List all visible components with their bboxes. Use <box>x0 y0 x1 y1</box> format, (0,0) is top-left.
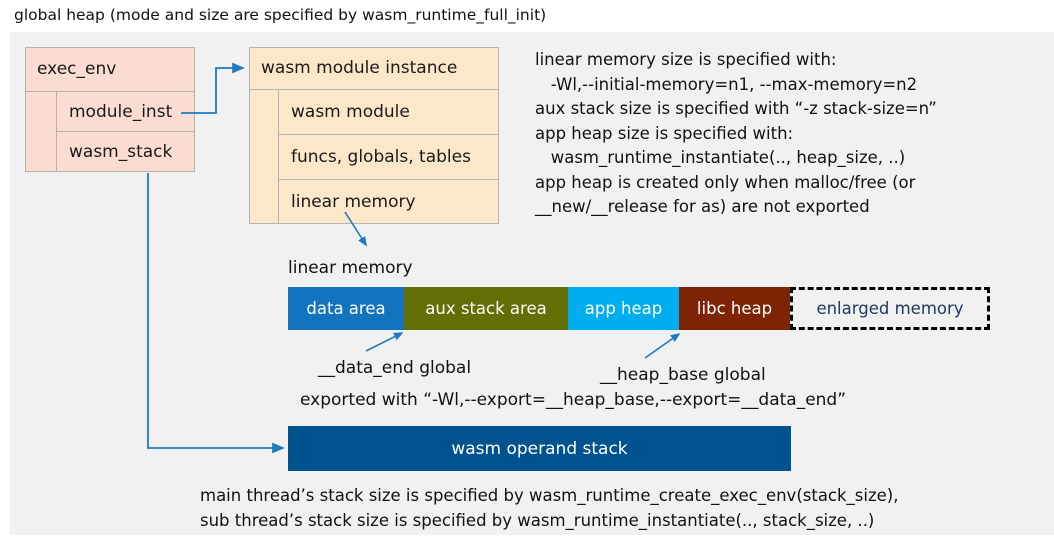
thread-stack-notes: main thread’s stack size is specified by… <box>200 486 899 530</box>
exec-env-field-module-inst: module_inst <box>56 92 195 132</box>
exec-env-field-wasm-stack: wasm_stack <box>56 132 195 172</box>
memory-segment-label: libc heap <box>696 299 773 318</box>
memory-segment-enlarged-memory: enlarged memory <box>790 287 990 330</box>
memory-segment-label: data area <box>306 299 386 318</box>
module-instance-outer-box <box>249 47 499 224</box>
wasm-module-instance-block: wasm module instance wasm module funcs, … <box>249 47 499 224</box>
heap-base-global-label: __heap_base global <box>600 365 766 385</box>
exec-env-title: exec_env <box>25 47 195 92</box>
memory-segment-label: aux stack area <box>425 299 547 318</box>
exec-env-block: exec_env module_inst wasm_stack <box>25 47 195 172</box>
memory-segment-label: app heap <box>584 299 663 318</box>
page-title: global heap (mode and size are specified… <box>14 6 547 24</box>
wasm-operand-stack-bar: wasm operand stack <box>288 426 791 471</box>
exported-with-label: exported with “-Wl,--export=__heap_base,… <box>300 390 847 410</box>
exec-env-outer-box <box>25 47 195 172</box>
module-instance-title: wasm module instance <box>249 47 499 90</box>
memory-segment-app-heap: app heap <box>568 287 679 330</box>
module-field-wasm-module: wasm module <box>278 90 499 135</box>
memory-segment-data-area: data area <box>288 287 404 330</box>
linear-memory-notes: linear memory size is specified with: -W… <box>535 50 937 216</box>
data-end-global-label: __data_end global <box>318 358 472 378</box>
memory-segment-libc-heap: libc heap <box>679 287 790 330</box>
linear-memory-bar-caption: linear memory <box>288 258 413 278</box>
module-field-funcs-globals-tables: funcs, globals, tables <box>278 135 499 180</box>
linear-memory-bar: data area aux stack area app heap libc heap… <box>288 287 990 330</box>
memory-segment-label: enlarged memory <box>816 299 964 318</box>
memory-segment-aux-stack-area: aux stack area <box>404 287 568 330</box>
module-field-linear-memory: linear memory <box>278 180 499 224</box>
